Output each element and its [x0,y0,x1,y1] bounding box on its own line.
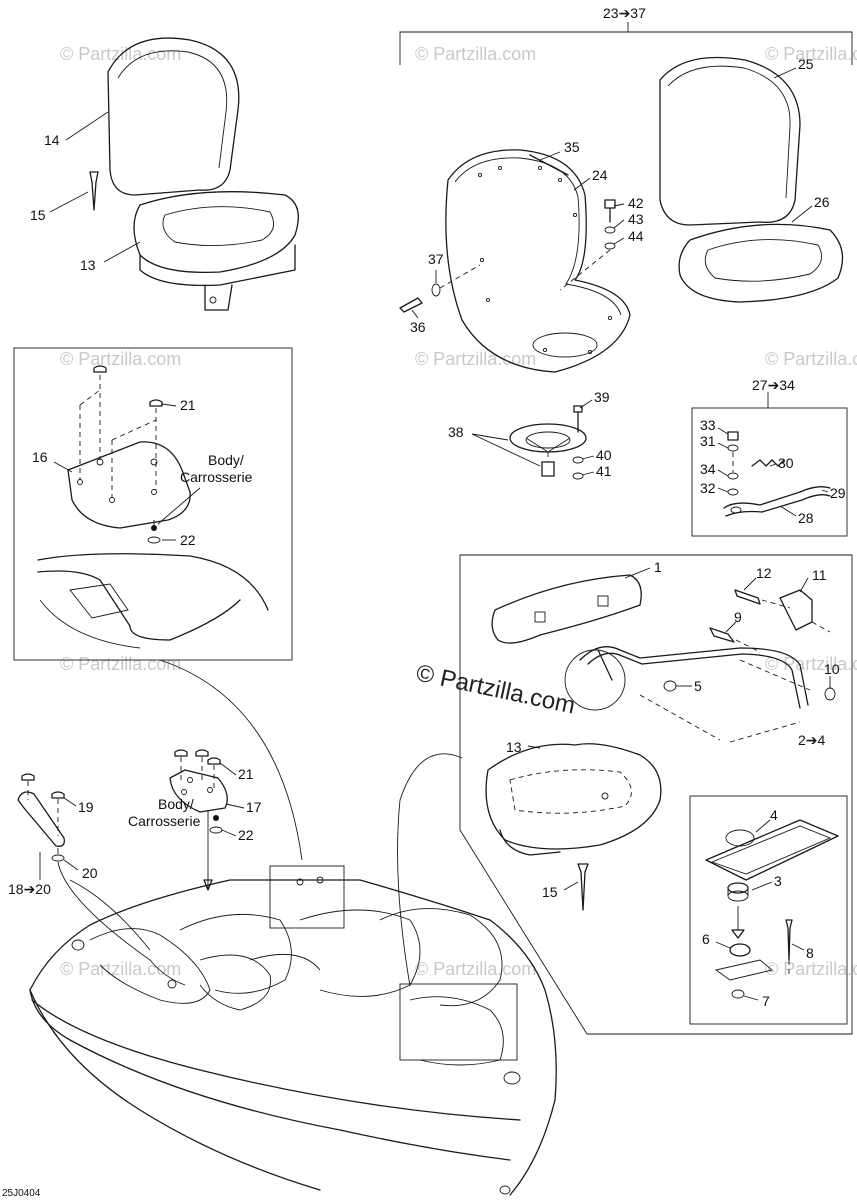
callout-21: 21 [180,397,196,413]
callout-40: 40 [596,447,612,463]
watermark-text: © Partzilla.com [60,654,181,674]
watermark-text: © Partzilla.com [60,959,181,979]
callout-34: 34 [700,461,716,477]
watermark-text: © Partzilla.com [765,349,857,369]
callout-24: 24 [592,167,608,183]
callout-22: 22 [180,532,196,548]
callout-10: 10 [824,661,840,677]
callout-16: 16 [32,449,48,465]
watermark-text: © Partzilla.com [415,959,536,979]
strip-35 [529,154,569,176]
watermark-text: © Partzilla.com [765,654,857,674]
callout-26: 26 [814,194,830,210]
zoom-frame-handle [269,865,345,929]
callout-6: 6 [702,931,710,947]
detail-box-backrest-assy [459,554,853,1035]
callout-35: 35 [564,139,580,155]
callout-14: 14 [44,132,60,148]
zoom-frame-seat [399,983,518,1061]
group-bracket-23-37: 23➔37 [399,5,853,65]
screw-36-washer-37 [399,264,481,313]
swivel-base-38 [509,423,587,477]
callout-17: 17 [246,799,262,815]
callout-18-20: 18➔20 [8,881,51,897]
callout-43: 43 [628,211,644,227]
watermark-text: © Partzilla.com [765,44,857,64]
watermark-text: © Partzilla.com [60,44,181,64]
callout-42: 42 [628,195,644,211]
callout-15: 15 [30,207,46,223]
callout-7: 7 [762,993,770,1009]
callout-27-34: 27➔34 [752,377,795,393]
callout-41: 41 [596,463,612,479]
callout-13: 13 [80,257,96,273]
body-label-fr-2: Carrosserie [128,813,201,829]
backrest-25 [659,56,801,226]
callout-12: 12 [756,565,772,581]
body-label-2: Body/ [158,796,194,812]
callout-11: 11 [812,567,827,583]
watermark-text: © Partzilla.com [415,44,536,64]
connector-line [159,659,303,861]
callout-8: 8 [806,945,814,961]
callout-33: 33 [700,417,716,433]
callout-2-4: 2➔4 [798,732,826,748]
watermark-main: © Partzilla.com [414,659,578,719]
callout-37: 37 [428,251,444,267]
cushion-26 [678,223,844,303]
body-label: Body/ [208,452,244,468]
callout-25: 25 [798,56,814,72]
callout-31: 31 [700,433,716,449]
callout-30: 30 [778,455,794,471]
seat-13 [133,191,299,311]
callout-28: 28 [798,510,814,526]
callout-39: 39 [594,389,610,405]
callout-23-37: 23➔37 [603,5,646,21]
handle-18-20 [17,773,65,862]
connector-line [69,879,151,951]
backrest-14 [107,37,240,196]
detail-box-mount-2-4 [689,795,848,1025]
boat-hull [29,876,557,1196]
callout-20: 20 [82,865,98,881]
seat-shell-24 [445,149,631,373]
callout-9: 9 [734,609,742,625]
bolt-39-40-41 [572,405,584,480]
callout-21b: 21 [238,766,254,782]
callout-44: 44 [628,228,644,244]
connector-line [57,861,151,961]
rivet-15 [89,171,99,211]
watermark-layer: © Partzilla.com © Partzilla.com © Partzi… [60,44,857,979]
detail-box-handle-16 [13,347,293,661]
connector-line [397,753,463,987]
callout-19: 19 [78,799,94,815]
watermark-text: © Partzilla.com [415,349,536,369]
callout-4: 4 [770,807,778,823]
callout-22b: 22 [238,827,254,843]
body-label-fr: Carrosserie [180,469,253,485]
callout-1: 1 [654,559,662,575]
bolt-42-43-44 [559,199,616,291]
callout-38: 38 [448,424,464,440]
callout-32: 32 [700,480,716,496]
callout-29: 29 [830,485,846,501]
callout-5: 5 [694,678,702,694]
watermark-text: © Partzilla.com [60,349,181,369]
callout-36: 36 [410,319,426,335]
callout-3: 3 [774,873,782,889]
watermark-text: © Partzilla.com [765,959,857,979]
figure-code: 25J0404 [2,1188,41,1199]
callout-15b: 15 [542,884,558,900]
callout-13b: 13 [506,739,522,755]
